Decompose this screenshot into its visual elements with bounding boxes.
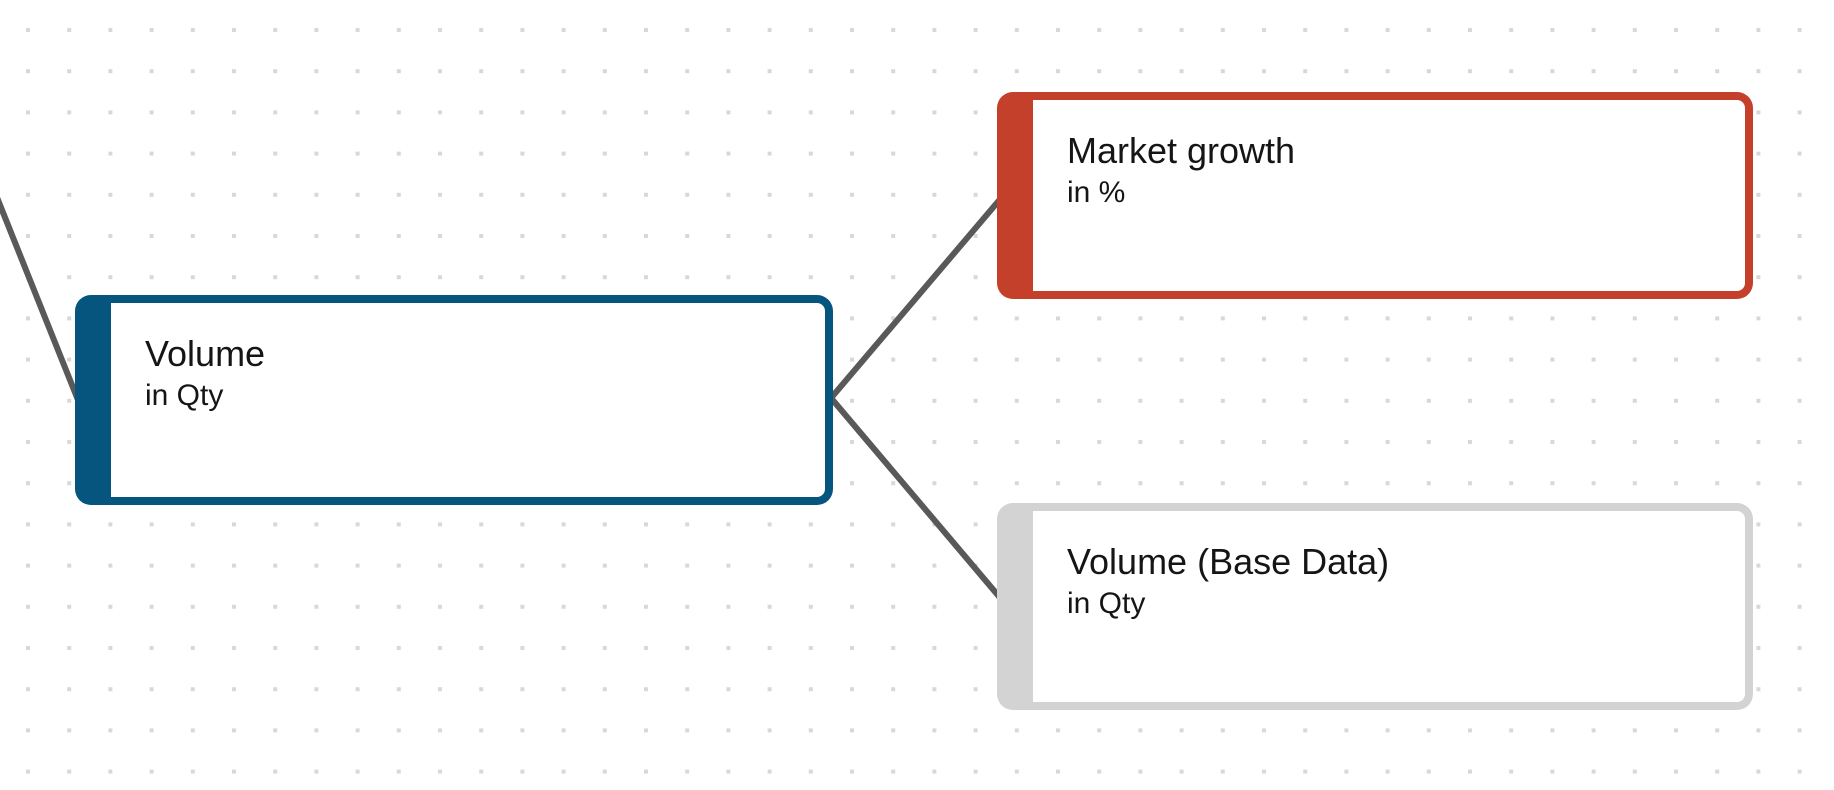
node-volume-base-data[interactable]: Volume (Base Data) in Qty (997, 503, 1753, 710)
node-title: Volume (Base Data) (1067, 541, 1390, 582)
node-market-growth[interactable]: Market growth in % (997, 92, 1753, 299)
node-unit: in % (1067, 176, 1126, 209)
node-unit: in Qty (145, 379, 224, 412)
node-volume[interactable]: Volume in Qty (75, 295, 833, 505)
connector-line-volume-to-base-data (828, 396, 1005, 602)
connector-line-volume-to-market-growth (828, 195, 1005, 400)
node-title: Volume (145, 333, 266, 374)
node-content: Volume in Qty (111, 303, 825, 415)
node-content: Volume (Base Data) in Qty (1033, 511, 1745, 623)
node-content: Market growth in % (1033, 100, 1745, 212)
connector-line-offscreen-left (0, 196, 83, 407)
node-title: Market growth (1067, 130, 1296, 171)
node-unit: in Qty (1067, 587, 1146, 620)
